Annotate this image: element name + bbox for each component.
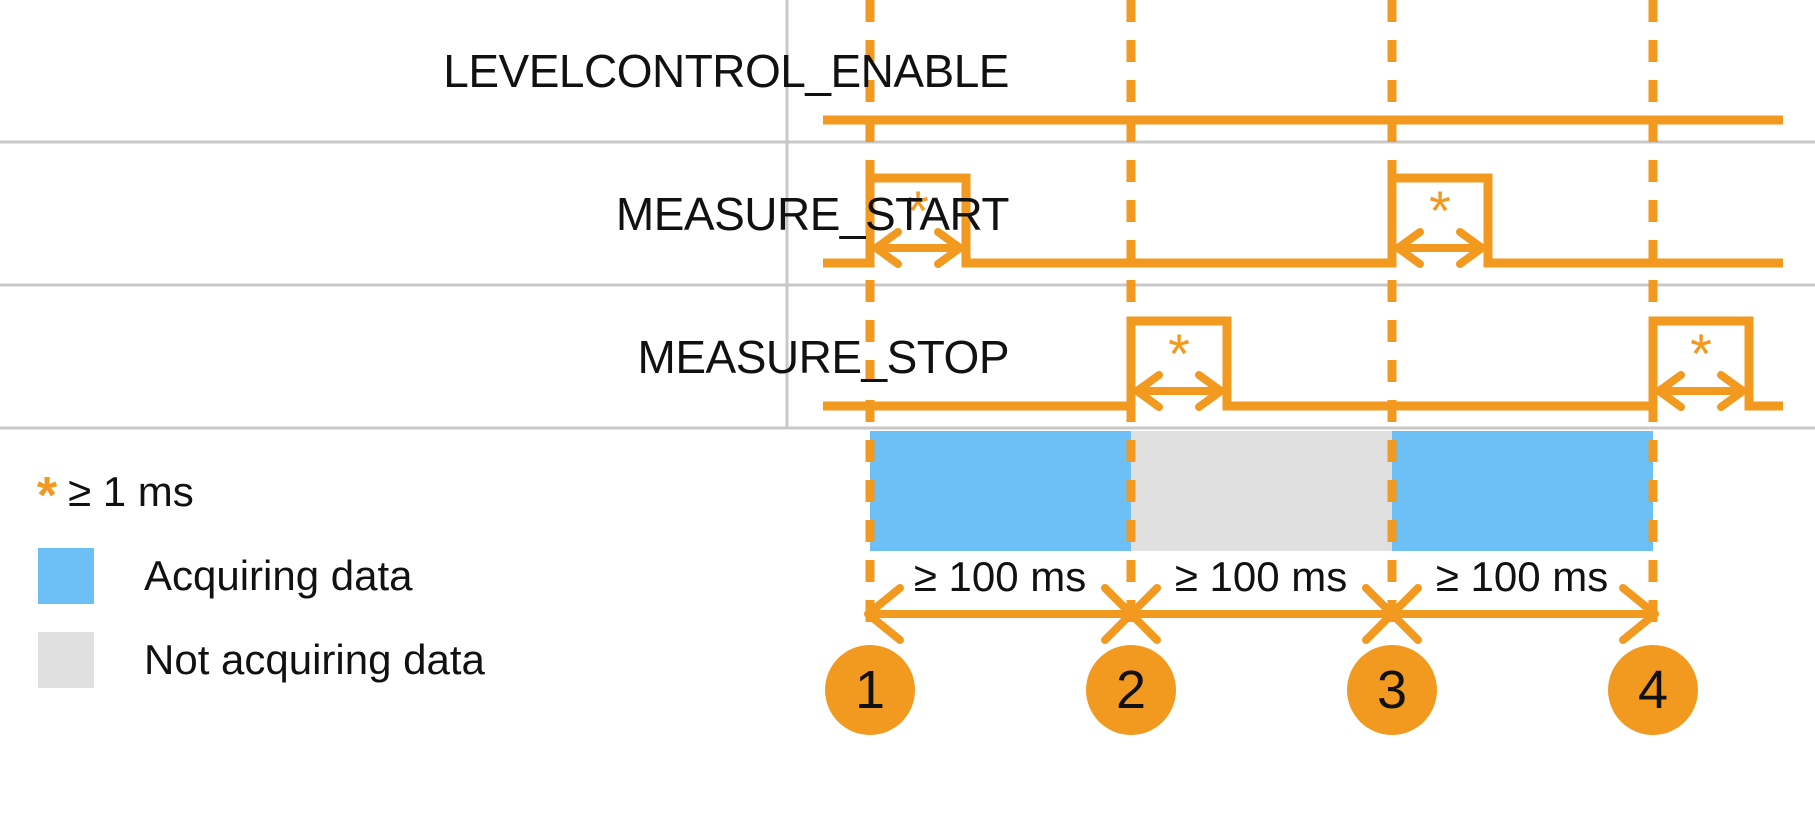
legend-item-label: Acquiring data (144, 552, 413, 599)
signal-label-measure-stop: MEASURE_STOP (637, 331, 1010, 383)
legend-item-not-acquiring: Not acquiring data (30, 618, 730, 702)
legend-item-label: Not acquiring data (144, 636, 485, 683)
legend-note-row: * ≥ 1 ms (36, 467, 194, 525)
pulse-width-annotations: * * * (872, 179, 1747, 411)
interval-arrowhead-left (864, 584, 904, 644)
marker-circle-1 (825, 645, 915, 735)
asterisk-glyph: * (1168, 322, 1190, 385)
acquiring-color-swatch (38, 548, 94, 604)
marker-label-4: 4 (1637, 660, 1669, 720)
band-acquiring-3-4 (1392, 431, 1653, 551)
signal-label-measure-start: MEASURE_START (615, 188, 1010, 240)
band-acquiring-1-2 (870, 431, 1131, 551)
interval-arrowhead-right (1619, 584, 1659, 644)
band-not-acquiring-2-3 (1131, 431, 1392, 551)
marker-label-2: 2 (1115, 660, 1147, 720)
marker-circle-2 (1086, 645, 1176, 735)
marker-label-3: 3 (1376, 660, 1408, 720)
pulse-width-annotation-start-2: * (1394, 179, 1486, 268)
asterisk-glyph: * (907, 179, 929, 242)
marker-label-1: 1 (854, 660, 886, 720)
legend-item-acquiring: Acquiring data (30, 534, 730, 618)
pulse-width-annotation-stop-2: * (1655, 322, 1747, 411)
legend: * ≥ 1 ms Acquiring data Not acquiring da… (30, 438, 730, 702)
interval-label-2-3: ≥ 100 ms (1174, 553, 1348, 600)
interval-cross-marker-3 (1362, 584, 1422, 644)
marker-circle-3 (1347, 645, 1437, 735)
signal-label-levelcontrol-enable: LEVELCONTROL_ENABLE (443, 45, 1009, 97)
interval-label-3-4: ≥ 100 ms (1435, 553, 1609, 600)
legend-note-label: ≥ 1 ms (68, 468, 194, 515)
pulse-width-annotation-stop-1: * (1133, 322, 1225, 411)
asterisk-glyph: * (1690, 322, 1712, 385)
asterisk-glyph: * (1429, 179, 1451, 242)
pulse-width-annotation-start-1: * (872, 179, 964, 268)
interval-label-1-2: ≥ 100 ms (913, 553, 1087, 600)
not-acquiring-color-swatch (38, 632, 94, 688)
marker-circle-4 (1608, 645, 1698, 735)
interval-cross-marker-2 (1101, 584, 1161, 644)
